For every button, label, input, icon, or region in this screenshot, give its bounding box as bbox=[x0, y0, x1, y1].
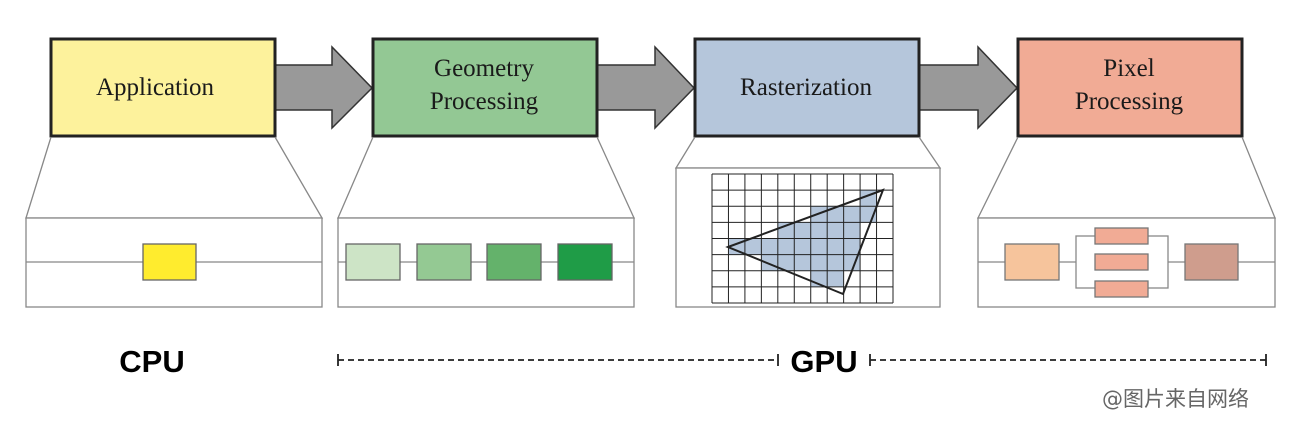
raster-covered-cells bbox=[728, 190, 877, 287]
covered-pixel bbox=[827, 222, 844, 239]
covered-pixel bbox=[777, 238, 795, 255]
gpu-label: GPU bbox=[790, 344, 857, 379]
geometry-substage-block bbox=[557, 243, 613, 281]
covered-pixel bbox=[810, 222, 828, 239]
pixel-parallel-block bbox=[1094, 253, 1149, 271]
stage-rasterization: Rasterization bbox=[693, 37, 921, 138]
covered-pixel bbox=[794, 238, 811, 255]
stage-geometry-label-line2: Processing bbox=[430, 88, 539, 115]
arrow-rasterization-to-pixel bbox=[918, 45, 1019, 130]
pixel-input-block bbox=[1004, 243, 1060, 281]
arrow-geometry-to-rasterization bbox=[596, 45, 696, 130]
gpu-range bbox=[337, 354, 1267, 366]
geometry-substage-block bbox=[345, 243, 401, 281]
covered-pixel bbox=[843, 222, 861, 239]
covered-pixel bbox=[794, 222, 811, 239]
stage-pixel-label-line1: Pixel bbox=[1103, 55, 1154, 82]
rasterization-detail bbox=[674, 136, 942, 308]
triangle bbox=[725, 188, 885, 296]
pixel-parallel-block bbox=[1094, 227, 1149, 245]
covered-pixel bbox=[827, 238, 844, 255]
cpu-label: CPU bbox=[119, 344, 184, 379]
covered-pixel bbox=[843, 206, 861, 223]
pixel-parallel-block bbox=[1094, 280, 1149, 298]
stage-application: Application bbox=[49, 37, 277, 138]
stage-rasterization-label: Rasterization bbox=[740, 74, 872, 101]
covered-pixel bbox=[794, 254, 811, 271]
geometry-substage-block bbox=[416, 243, 472, 281]
stage-pixel-processing: Pixel Processing bbox=[1016, 37, 1244, 138]
covered-pixel bbox=[810, 254, 828, 271]
raster-grid bbox=[711, 173, 894, 304]
arrow-application-to-geometry bbox=[274, 45, 374, 130]
pixel-detail bbox=[976, 136, 1276, 308]
watermark: @图片来自网络 bbox=[1102, 387, 1249, 411]
pixel-output-block bbox=[1184, 243, 1239, 281]
covered-pixel bbox=[777, 254, 795, 271]
application-block bbox=[142, 243, 197, 281]
stage-geometry-label-line1: Geometry bbox=[434, 55, 534, 82]
covered-pixel bbox=[810, 238, 828, 255]
covered-pixel bbox=[761, 238, 778, 255]
covered-pixel bbox=[827, 206, 844, 223]
covered-pixel bbox=[843, 238, 861, 255]
geometry-detail bbox=[337, 136, 636, 308]
covered-pixel bbox=[827, 270, 844, 287]
geometry-substage-block bbox=[486, 243, 542, 281]
covered-pixel bbox=[744, 238, 762, 255]
stage-pixel-label-line2: Processing bbox=[1075, 88, 1184, 115]
stage-geometry-processing: Geometry Processing bbox=[371, 37, 599, 138]
stage-application-label: Application bbox=[96, 74, 215, 101]
covered-pixel bbox=[827, 254, 844, 271]
application-detail bbox=[25, 136, 324, 308]
